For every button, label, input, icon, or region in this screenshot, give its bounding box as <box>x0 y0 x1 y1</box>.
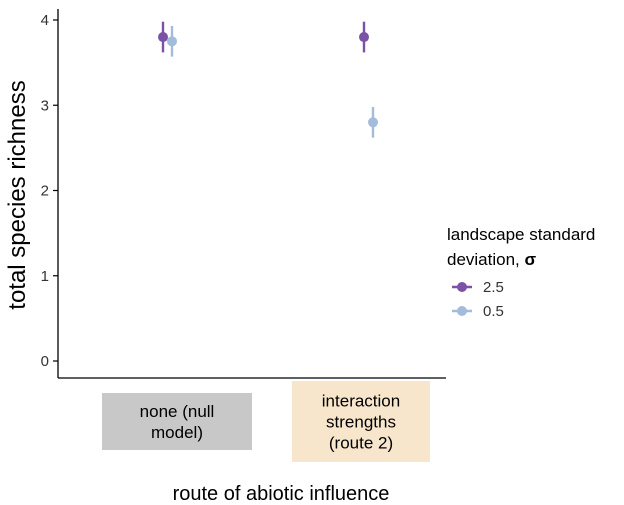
y-tick-label: 4 <box>41 12 49 29</box>
x-axis-title: route of abiotic influence <box>173 483 390 505</box>
legend-key-point <box>457 306 467 316</box>
data-point <box>158 32 168 43</box>
x-category-box <box>292 381 430 462</box>
x-category-label: model) <box>151 423 203 442</box>
data-marks <box>158 21 378 138</box>
x-category-box <box>102 393 252 450</box>
legend-key-point <box>457 282 467 292</box>
data-point <box>368 117 378 128</box>
legend-label: 0.5 <box>483 303 504 320</box>
y-tick-label: 3 <box>41 97 49 114</box>
y-tick-label: 2 <box>41 183 49 200</box>
data-point <box>167 36 177 47</box>
legend-sigma-symbol: σ <box>525 250 537 269</box>
x-category-label: strengths <box>326 413 396 432</box>
y-ticks: 0 1 2 3 4 <box>41 12 58 370</box>
x-category-label: (route 2) <box>329 434 393 453</box>
legend: landscape standard deviation, σ 2.5 0.5 <box>447 225 595 320</box>
x-category-label: interaction <box>322 392 400 411</box>
y-tick-label: 0 <box>41 353 49 370</box>
legend-label: 2.5 <box>483 279 504 296</box>
legend-title-line: landscape standard <box>447 225 595 244</box>
x-category-label: none (null <box>140 402 215 421</box>
y-axis-title: total species richness <box>4 80 31 309</box>
x-category-boxes: none (null model) interaction strengths (rou… <box>102 381 430 462</box>
data-point <box>359 32 369 43</box>
y-tick-label: 1 <box>41 268 49 285</box>
legend-title-line: deviation, σ <box>447 250 537 269</box>
